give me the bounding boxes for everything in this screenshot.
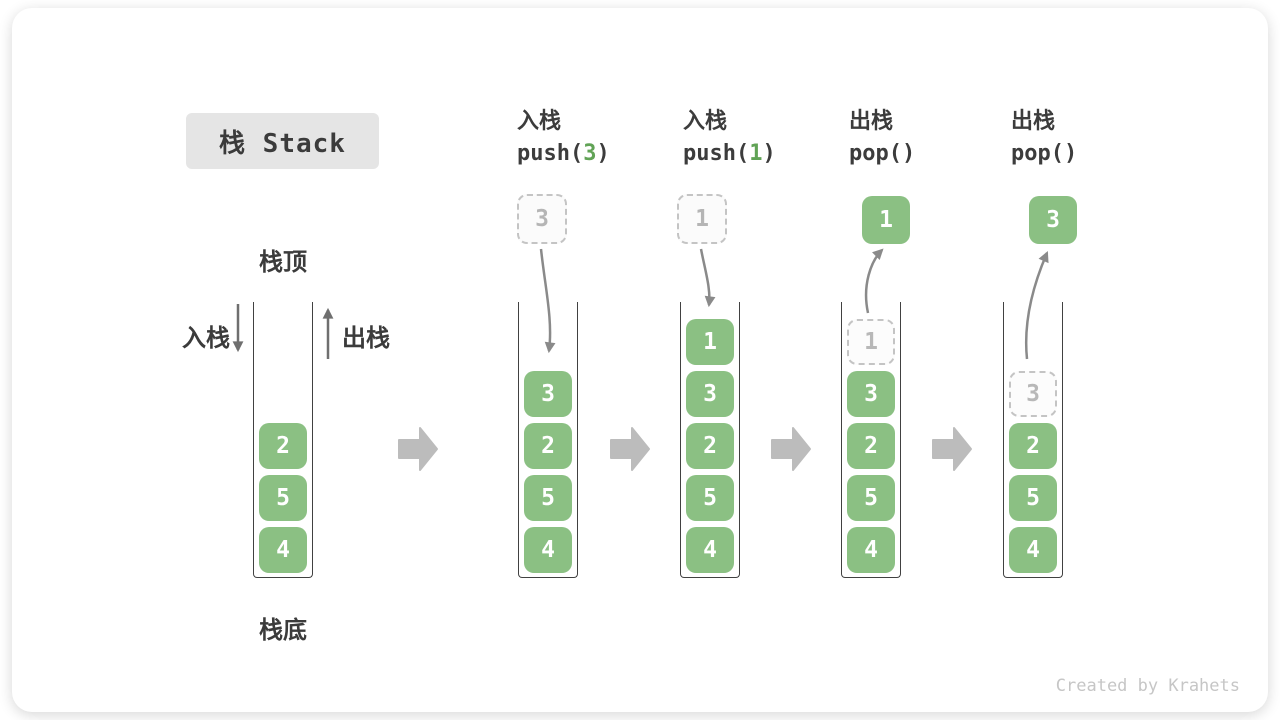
op-name: 出栈 xyxy=(849,108,894,133)
op-name: 入栈 xyxy=(683,108,728,133)
float-dashed-box-push1: 1 xyxy=(677,194,727,244)
stack-cell: 3 xyxy=(524,371,572,417)
float-dashed-box-push3: 3 xyxy=(517,194,567,244)
op-header-push3: 入栈 push(3) xyxy=(517,106,687,172)
label-pop: 出栈 xyxy=(342,325,390,352)
label-stack-bottom: 栈底 xyxy=(259,617,307,644)
float-popped-box-1: 1 xyxy=(862,196,910,244)
stack-cell: 5 xyxy=(1009,475,1057,521)
op-code-pre: push( xyxy=(683,141,750,166)
stack-cell: 2 xyxy=(1009,423,1057,469)
op-code-arg: 1 xyxy=(749,141,763,166)
title-badge: 栈 Stack xyxy=(186,113,379,169)
op-code: push(1) xyxy=(683,136,853,172)
op-code-pre: push( xyxy=(517,141,584,166)
op-code-post: ) xyxy=(901,141,916,166)
op-header-pop2: 出栈 pop() xyxy=(1011,106,1181,172)
stack-container-initial: 4 5 2 xyxy=(253,302,313,578)
op-name: 出栈 xyxy=(1011,108,1056,133)
stack-cell: 2 xyxy=(847,423,895,469)
watermark: Created by Krahets xyxy=(1055,676,1240,696)
stack-cell-dashed: 1 xyxy=(847,319,895,365)
op-code-post: ) xyxy=(1063,141,1078,166)
stack-cell: 3 xyxy=(686,371,734,417)
op-code: pop() xyxy=(1011,136,1181,172)
op-code-pre: pop( xyxy=(849,141,902,166)
op-code: push(3) xyxy=(517,136,687,172)
stack-container-after-pop1: 4 5 2 3 1 xyxy=(841,302,901,578)
stack-container-after-push3: 4 5 2 3 xyxy=(518,302,578,578)
label-stack-top: 栈顶 xyxy=(259,249,307,276)
stack-cell: 5 xyxy=(259,475,307,521)
stack-cell: 2 xyxy=(686,423,734,469)
stack-cell: 4 xyxy=(847,527,895,573)
label-push: 入栈 xyxy=(182,325,230,352)
op-code-arg: 3 xyxy=(583,141,597,166)
op-code-post: ) xyxy=(762,141,776,166)
float-popped-box-3: 3 xyxy=(1029,196,1077,244)
title-text: 栈 Stack xyxy=(219,128,346,159)
stack-cell: 4 xyxy=(686,527,734,573)
op-code: pop() xyxy=(849,136,1019,172)
op-header-push1: 入栈 push(1) xyxy=(683,106,853,172)
op-code-post: ) xyxy=(596,141,610,166)
stack-cell: 5 xyxy=(686,475,734,521)
stack-cell: 4 xyxy=(1009,527,1057,573)
stack-cell: 5 xyxy=(524,475,572,521)
stack-cell: 4 xyxy=(259,527,307,573)
stack-cell: 3 xyxy=(847,371,895,417)
stack-container-after-push1: 4 5 2 3 1 xyxy=(680,302,740,578)
stack-cell: 2 xyxy=(259,423,307,469)
stack-cell: 2 xyxy=(524,423,572,469)
op-code-pre: pop( xyxy=(1011,141,1064,166)
stack-cell: 1 xyxy=(686,319,734,365)
stack-cell-dashed: 3 xyxy=(1009,371,1057,417)
stack-cell: 5 xyxy=(847,475,895,521)
stack-container-after-pop2: 4 5 2 3 xyxy=(1003,302,1063,578)
op-header-pop1: 出栈 pop() xyxy=(849,106,1019,172)
stack-cell: 4 xyxy=(524,527,572,573)
op-name: 入栈 xyxy=(517,108,562,133)
